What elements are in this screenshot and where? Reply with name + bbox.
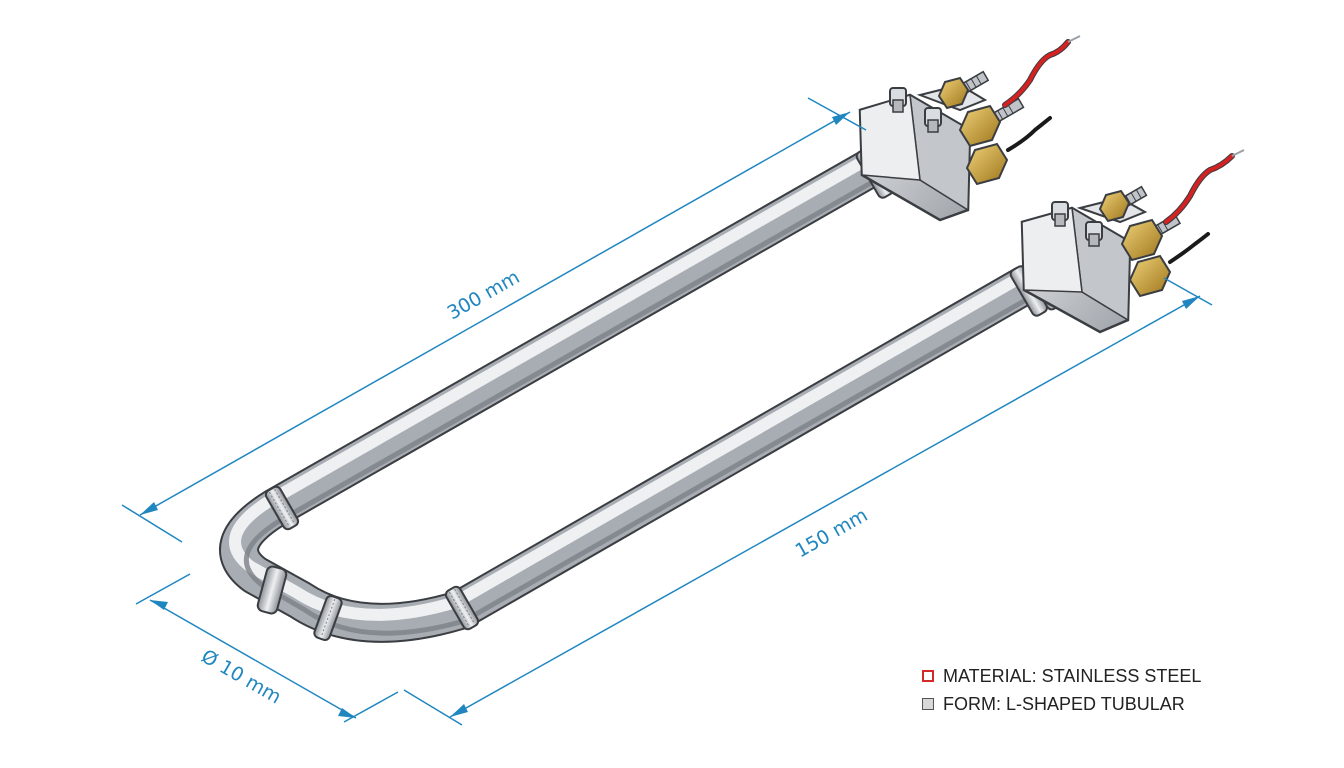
brass-nut [958,104,1002,148]
bolt [1051,201,1069,227]
dimension-diameter [135,573,399,723]
legend-item-form: FORM: L-SHAPED TUBULAR [922,690,1201,718]
brass-nut [965,142,1009,186]
legend: MATERIAL: STAINLESS STEEL FORM: L-SHAPED… [922,662,1201,718]
dimension-150 [403,277,1213,726]
dimension-300 [121,97,867,543]
legend-marker-form [922,698,934,710]
legend-text-material: MATERIAL: STAINLESS STEEL [943,665,1202,686]
dimension-label-150: 150 mm [792,504,872,562]
bolt [924,107,942,133]
legend-item-material: MATERIAL: STAINLESS STEEL [922,662,1201,690]
wire-black [1168,232,1210,264]
weld-ring-bend-left [256,565,288,615]
bolt [1085,221,1103,247]
u-tube [219,148,1045,643]
brass-nut [937,76,970,110]
weld-ring-upper [264,485,300,531]
legend-text-form: FORM: L-SHAPED TUBULAR [943,693,1185,714]
brass-nut [1120,218,1164,262]
dimension-label-300: 300 mm [444,266,524,324]
dimension-label-diameter: Ø 10 mm [198,645,285,708]
brass-nut [1098,189,1131,223]
bolt [889,87,907,113]
weld-ring-bend-right [313,594,343,642]
terminal-assembly-upper [855,35,1081,222]
weld-ring-lower [444,585,480,631]
legend-marker-material [922,670,934,682]
terminal-assembly-lower [1009,149,1245,334]
wire-black [1006,116,1052,152]
brass-nut [1128,254,1172,298]
